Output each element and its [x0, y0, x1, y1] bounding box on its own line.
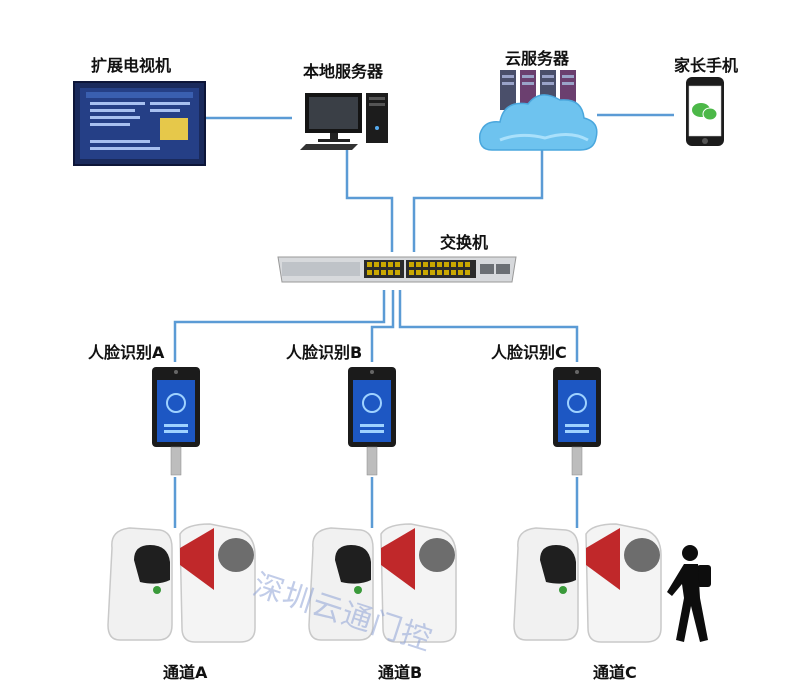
link-switch-face-a [173, 290, 386, 362]
face-terminal-a-icon [152, 367, 200, 476]
link-switch-face-b [370, 290, 395, 362]
cloud-server-icon [479, 70, 598, 151]
link-server-switch [345, 145, 394, 252]
tv-label: 扩展电视机 [91, 56, 172, 75]
walking-person-icon [667, 545, 711, 642]
link-switch-face-c [398, 290, 579, 362]
face-b-label: 人脸识别B [286, 343, 363, 362]
switch-icon [277, 256, 517, 283]
gate-b-label: 通道B [378, 663, 423, 682]
cloud-server-label: 云服务器 [505, 49, 570, 68]
link-cloud-switch [412, 150, 544, 252]
tv-icon [73, 81, 206, 166]
parent-phone-label: 家长手机 [674, 56, 739, 75]
connection-lines [173, 113, 674, 528]
gate-c-label: 通道C [593, 663, 637, 682]
turnstile-gate-a-icon [107, 523, 256, 643]
switch-label: 交换机 [440, 233, 489, 252]
gate-a-label: 通道A [163, 663, 208, 682]
turnstile-gate-c-icon [513, 523, 662, 643]
face-c-label: 人脸识别C [491, 343, 567, 362]
face-terminal-c-icon [553, 367, 601, 476]
turnstile-gate-b-icon [308, 523, 457, 643]
computer-icon [300, 93, 388, 150]
phone-icon [686, 77, 724, 146]
local-server-label: 本地服务器 [303, 62, 384, 81]
face-terminal-b-icon [348, 367, 396, 476]
face-a-label: 人脸识别A [88, 343, 165, 362]
